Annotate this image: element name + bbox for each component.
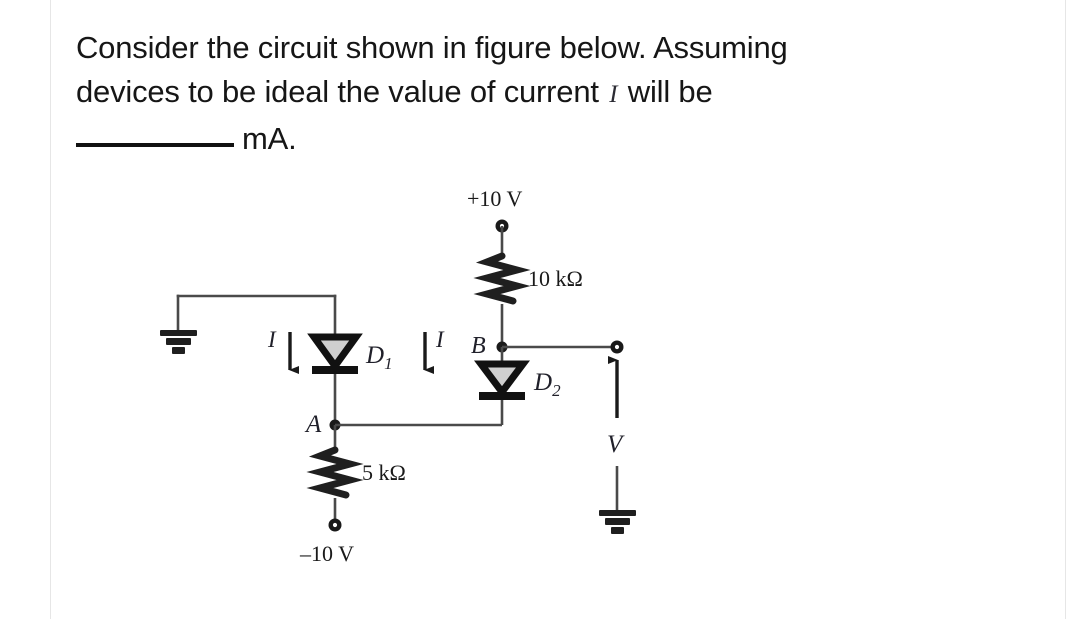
- question-line-2-before: devices to be ideal the value of current: [76, 74, 599, 109]
- circuit-figure: D1 I I A 5 kΩ –10 V +10 V 10 kΩ B: [120, 180, 700, 580]
- node-a-label: A: [304, 411, 322, 438]
- negative-supply-label: –10 V: [299, 541, 354, 566]
- resistor-5k-label: 5 kΩ: [362, 460, 406, 485]
- ground-symbol-left: [160, 330, 197, 354]
- question-line-2-after: will be: [627, 74, 713, 109]
- current-label-left: I: [267, 327, 277, 352]
- circuit-svg: D1 I I A 5 kΩ –10 V +10 V 10 kΩ B: [160, 186, 636, 566]
- question-text: Consider the circuit shown in figure bel…: [76, 26, 1036, 161]
- node-b-label: B: [471, 333, 486, 359]
- page-gutter-right: [1065, 0, 1066, 619]
- positive-supply-label: +10 V: [467, 186, 523, 211]
- resistor-10k: [473, 252, 531, 305]
- unit-label: mA.: [242, 121, 297, 156]
- diode-d2: [474, 360, 530, 400]
- voltage-label: V: [607, 431, 625, 458]
- ground-symbol-right: [599, 510, 636, 534]
- diode-d2-label: D2: [533, 369, 561, 400]
- current-label-right: I: [435, 327, 445, 352]
- resistor-10k-label: 10 kΩ: [528, 266, 583, 291]
- current-variable-symbol: I: [609, 81, 618, 108]
- page-gutter-left: [50, 0, 51, 619]
- resistor-5k: [306, 446, 364, 499]
- question-line-1: Consider the circuit shown in figure bel…: [76, 30, 788, 65]
- answer-blank[interactable]: [76, 123, 234, 147]
- diode-d1: [307, 333, 363, 374]
- diode-d1-label: D1: [365, 342, 393, 373]
